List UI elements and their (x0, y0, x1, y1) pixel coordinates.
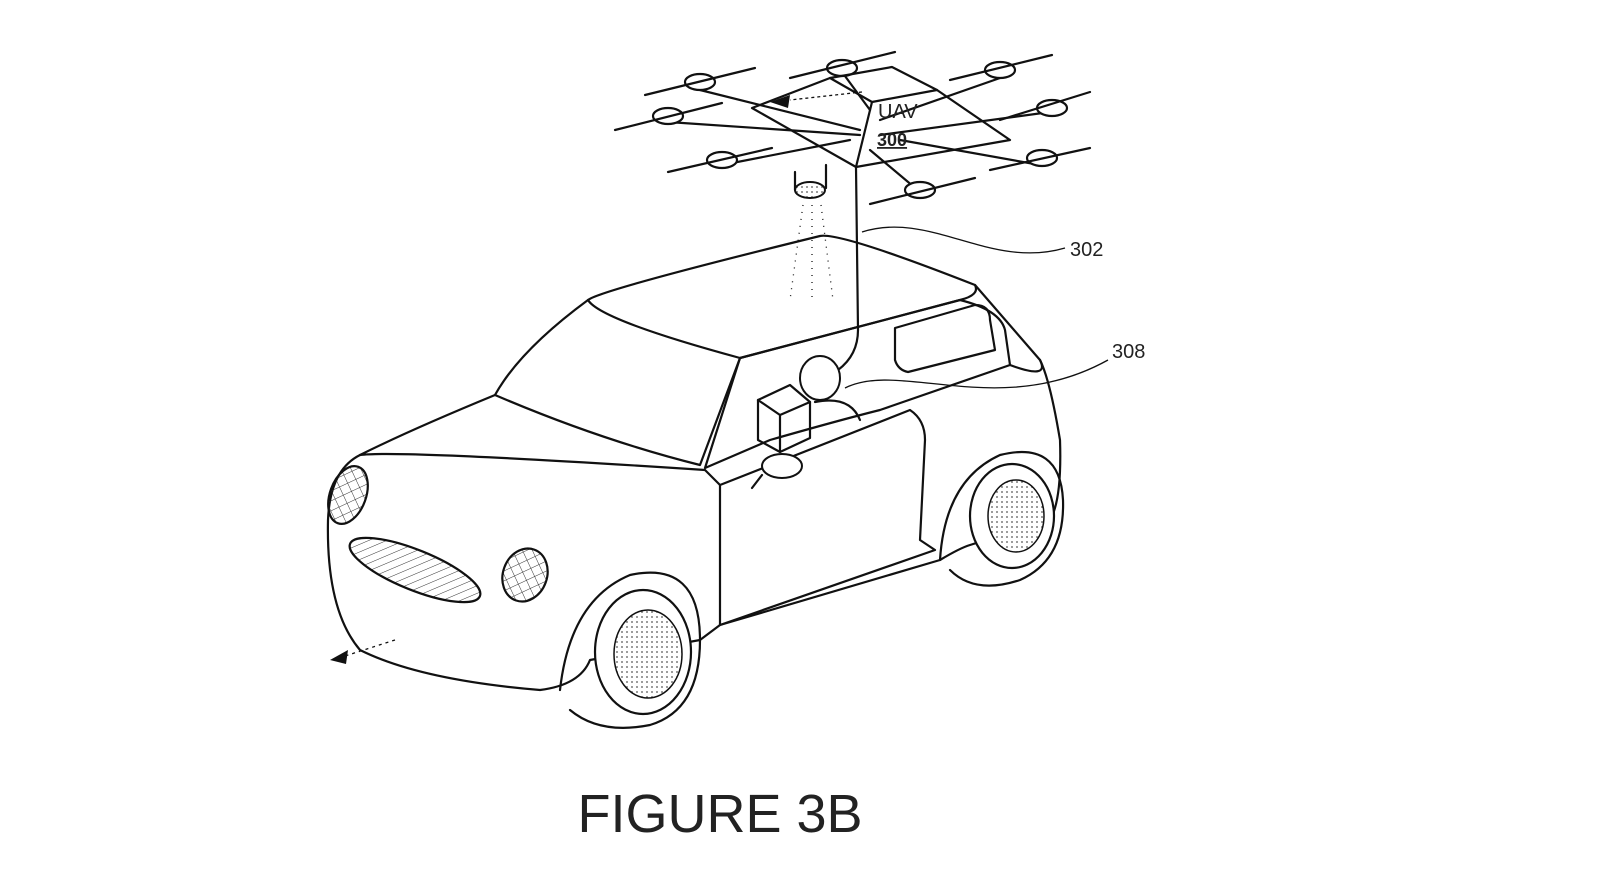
figure-caption: FIGURE 3B (577, 784, 862, 844)
car-roof (586, 234, 978, 360)
front-wheel (558, 571, 702, 729)
door (718, 408, 937, 627)
uav-label: UAV (878, 101, 918, 123)
car (326, 234, 1065, 729)
grille (348, 536, 482, 604)
tether (836, 165, 860, 372)
ref-label-302: 302 (1070, 239, 1103, 261)
occupant (799, 355, 862, 422)
direction-arrow-icon (770, 95, 790, 108)
uav-arms (666, 70, 1052, 194)
uav-drone: UAV 300 (613, 50, 1092, 301)
arrow-icon (330, 650, 348, 664)
leader-line-302 (861, 226, 1066, 254)
hood-line (358, 452, 722, 487)
camera-pod (789, 163, 834, 301)
headlight-right (501, 547, 549, 603)
uav-number: 300 (877, 130, 907, 150)
headlight-left (327, 465, 369, 525)
rotors (613, 50, 1092, 206)
side-mirror (761, 453, 803, 479)
travel-direction (344, 639, 396, 657)
rear-window (893, 303, 997, 374)
rear-wheel (938, 450, 1065, 587)
package-box (756, 383, 812, 454)
ref-label-308: 308 (1112, 341, 1145, 363)
windshield (493, 298, 742, 467)
leader-line-308 (844, 359, 1109, 389)
